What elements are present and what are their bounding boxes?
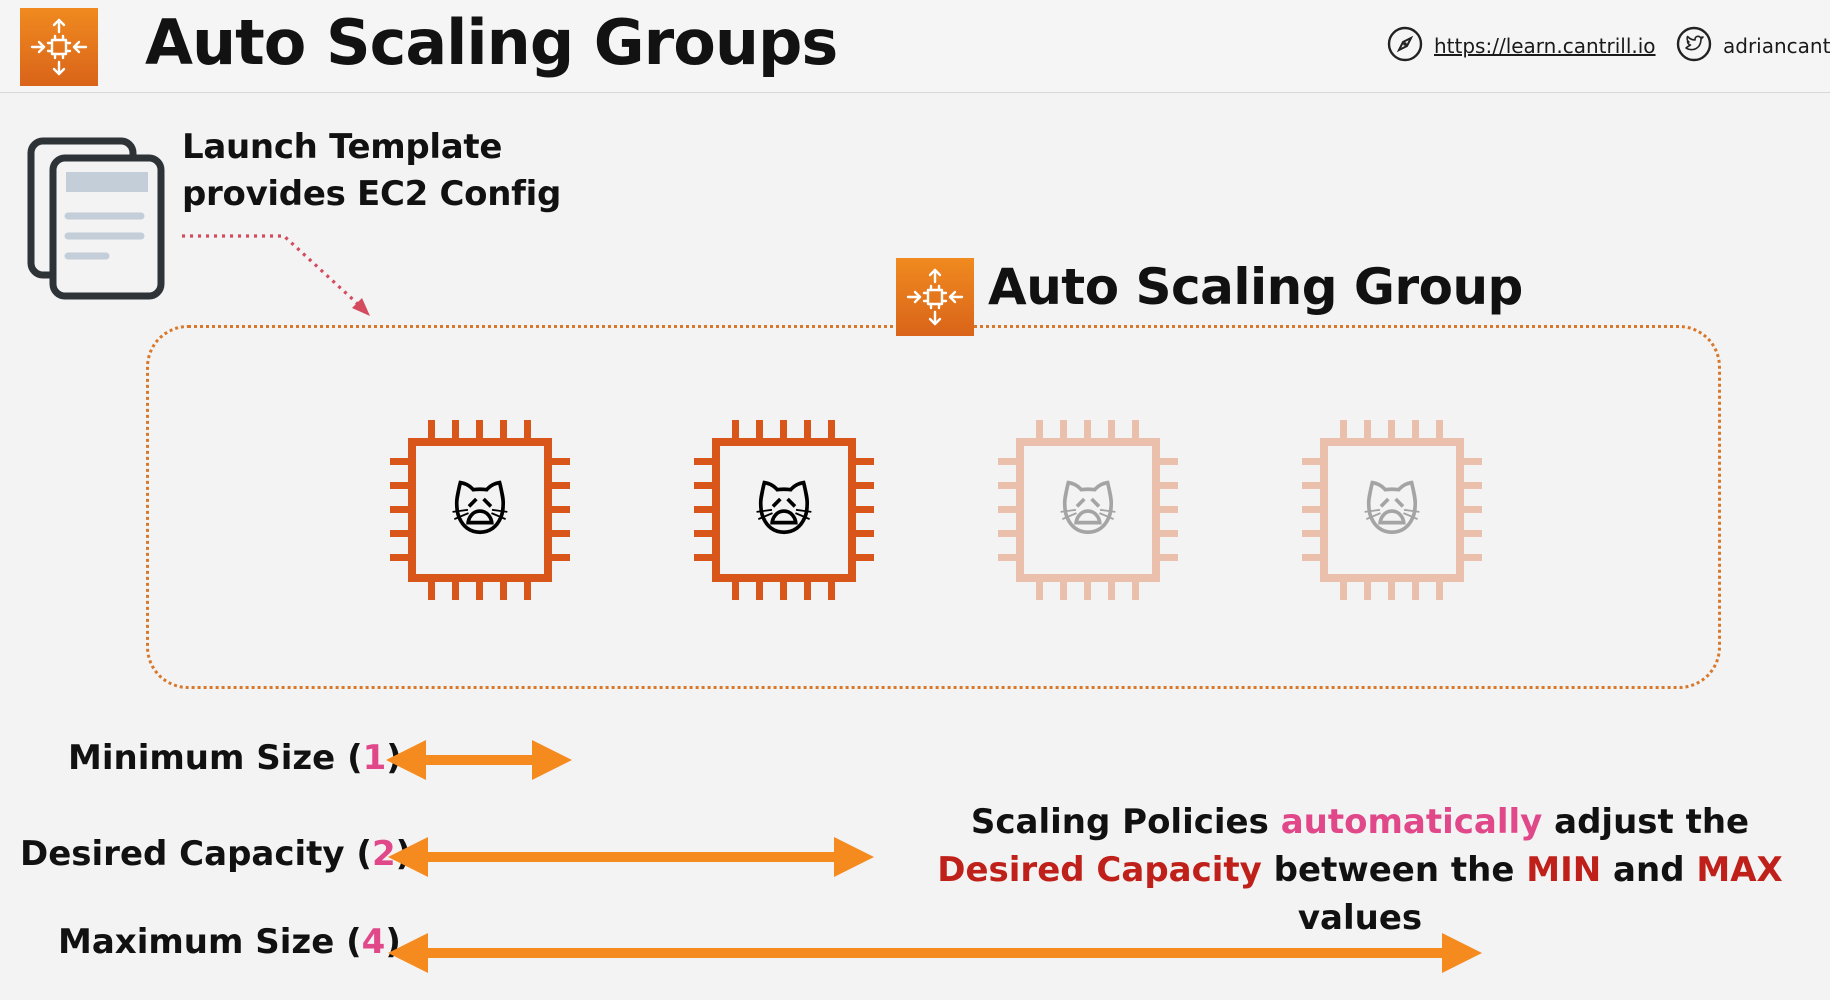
twitter-link[interactable]: adriancantr xyxy=(1675,26,1830,66)
ec2-instance-chip-2: 🙀 xyxy=(692,418,876,602)
cat-emoji: 🙀 xyxy=(1363,479,1421,544)
launch-template-caption: Launch Template provides EC2 Config xyxy=(182,124,561,218)
launch-template-line2: provides EC2 Config xyxy=(182,174,562,214)
policy-part-2: automatically xyxy=(1280,802,1543,842)
ec2-instance-chip-1: 🙀 xyxy=(388,418,572,602)
maximum-size-value: 4 xyxy=(361,922,386,962)
policy-part-1: Scaling Policies xyxy=(970,802,1281,842)
desired-capacity-value: 2 xyxy=(371,834,396,874)
maximum-size-arrow xyxy=(388,933,1482,973)
minimum-size-value: 1 xyxy=(362,738,387,778)
twitter-bird-icon xyxy=(1675,25,1713,67)
minimum-size-label: Minimum Size (1) xyxy=(68,738,402,778)
desired-capacity-arrow xyxy=(388,837,874,877)
document-stack-icon xyxy=(26,136,166,300)
cat-emoji: 🙀 xyxy=(1059,479,1117,544)
scaling-policy-note: Scaling Policies automatically adjust th… xyxy=(920,798,1800,942)
cat-emoji: 🙀 xyxy=(755,479,813,544)
policy-part-3: adjust the xyxy=(1542,802,1750,842)
auto-scaling-icon xyxy=(896,258,974,336)
pointer-arrow xyxy=(182,234,370,316)
asg-boundary xyxy=(146,325,1721,689)
ec2-chip-icon: 🙀 xyxy=(694,420,874,600)
desired-capacity-text: Desired Capacity ( xyxy=(20,834,372,874)
maximum-size-label: Maximum Size (4) xyxy=(58,922,401,962)
policy-part-9: values xyxy=(1297,898,1423,938)
maximum-size-text: Maximum Size ( xyxy=(58,922,362,962)
auto-scaling-icon xyxy=(20,8,98,86)
policy-part-7: and xyxy=(1601,850,1697,890)
asg-label: Auto Scaling Group xyxy=(988,258,1523,316)
minimum-size-text: Minimum Size ( xyxy=(68,738,363,778)
desired-capacity-label: Desired Capacity (2) xyxy=(20,834,411,874)
ec2-instance-chip-4: 🙀 xyxy=(1300,418,1484,602)
ec2-chip-icon: 🙀 xyxy=(998,420,1178,600)
cat-emoji: 🙀 xyxy=(451,479,509,544)
header-bar: Auto Scaling Groups https://learn.cantri… xyxy=(0,0,1830,93)
policy-part-6: MIN xyxy=(1526,850,1602,890)
launch-template-line1: Launch Template xyxy=(182,127,503,167)
policy-part-4: Desired Capacity xyxy=(937,850,1262,890)
website-link[interactable]: https://learn.cantrill.io xyxy=(1386,26,1656,66)
minimum-size-arrow xyxy=(386,740,572,780)
compass-icon xyxy=(1386,25,1424,67)
page-title: Auto Scaling Groups xyxy=(145,6,838,79)
ec2-chip-icon: 🙀 xyxy=(1302,420,1482,600)
twitter-handle[interactable]: adriancantr xyxy=(1723,34,1830,58)
policy-part-5: between the xyxy=(1261,850,1527,890)
ec2-instance-chip-3: 🙀 xyxy=(996,418,1180,602)
ec2-chip-icon: 🙀 xyxy=(390,420,570,600)
policy-part-8: MAX xyxy=(1696,850,1783,890)
website-url[interactable]: https://learn.cantrill.io xyxy=(1434,34,1656,58)
